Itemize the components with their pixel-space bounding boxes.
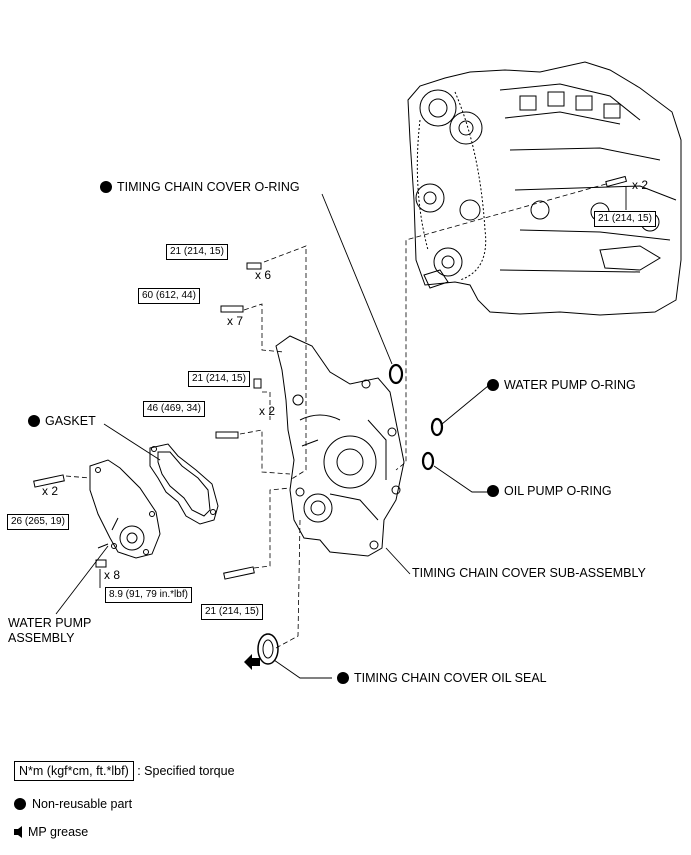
label-water-pump-o-ring: WATER PUMP O-RING — [487, 378, 636, 393]
alignment-lines — [65, 183, 607, 649]
label-oil-pump-o-ring: OIL PUMP O-RING — [487, 484, 612, 499]
legend-non-reusable: Non-reusable part — [14, 797, 132, 811]
torque-spec-box: 60 (612, 44) — [138, 288, 200, 304]
non-reusable-icon — [487, 485, 499, 497]
torque-spec-box: 21 (214, 15) — [166, 244, 228, 260]
leader-lines — [55, 186, 627, 679]
mp-grease-arrow-icon — [14, 826, 22, 838]
label-gasket: GASKET — [28, 414, 96, 429]
label-timing-chain-cover-o-ring: TIMING CHAIN COVER O-RING — [100, 180, 300, 195]
torque-spec-box: 21 (214, 15) — [201, 604, 263, 620]
timing-chain-cover-illustration — [275, 335, 405, 557]
quantity-label: x 6 — [255, 268, 272, 282]
gasket-illustration — [149, 443, 219, 525]
quantity-label: x 2 — [259, 404, 276, 418]
legend-mp-grease: MP grease — [14, 825, 88, 839]
water-pump-o-ring-illustration — [430, 417, 444, 437]
quantity-label: x 8 — [104, 568, 121, 582]
legend-torque-box: N*m (kgf*cm, ft.*lbf) — [14, 761, 134, 781]
torque-spec-box: 21 (214, 15) — [188, 371, 250, 387]
non-reusable-icon — [487, 379, 499, 391]
engine-block-illustration — [407, 61, 682, 316]
quantity-label: x 7 — [227, 314, 244, 328]
oil-seal-illustration — [257, 633, 279, 665]
label-timing-chain-cover-oil-seal: TIMING CHAIN COVER OIL SEAL — [337, 671, 547, 686]
torque-spec-box: 8.9 (91, 79 in.*lbf) — [105, 587, 192, 603]
oil-pump-o-ring-illustration — [421, 451, 435, 471]
label-timing-chain-cover-sub-assembly: TIMING CHAIN COVER SUB-ASSEMBLY — [412, 566, 646, 580]
non-reusable-icon — [28, 415, 40, 427]
legend-torque-desc: : Specified torque — [137, 764, 235, 778]
non-reusable-icon — [14, 798, 26, 810]
quantity-label: x 2 — [632, 178, 649, 192]
torque-spec-box: 21 (214, 15) — [594, 211, 656, 227]
mp-grease-arrow-icon — [244, 654, 260, 670]
quantity-label: x 2 — [42, 484, 59, 498]
timing-chain-cover-o-ring-illustration — [388, 363, 404, 385]
torque-spec-box: 26 (265, 19) — [7, 514, 69, 530]
legend-torque: N*m (kgf*cm, ft.*lbf) : Specified torque — [14, 761, 235, 781]
non-reusable-icon — [337, 672, 349, 684]
bolt-illustrations — [33, 175, 628, 580]
torque-spec-box: 46 (469, 34) — [143, 401, 205, 417]
non-reusable-icon — [100, 181, 112, 193]
water-pump-illustration — [89, 459, 161, 559]
